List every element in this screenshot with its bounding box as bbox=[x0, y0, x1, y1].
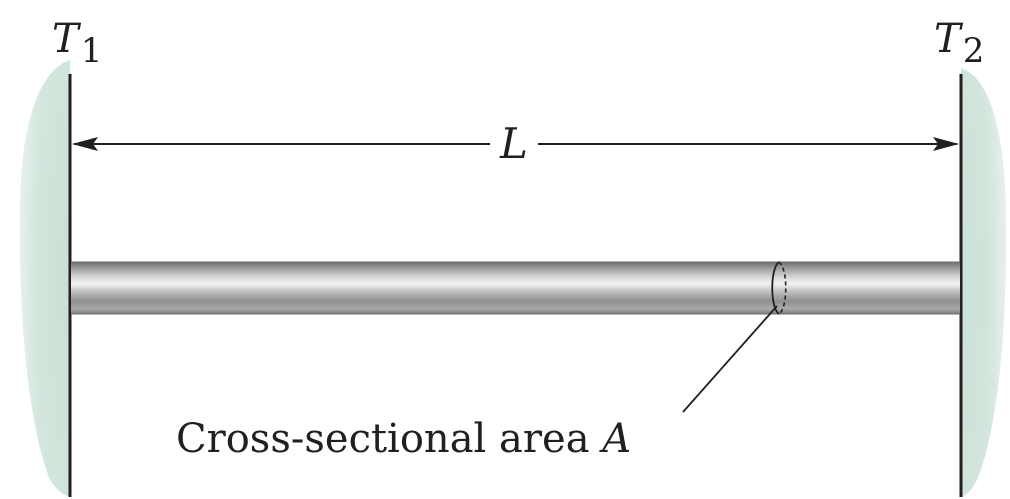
left-reservoir bbox=[19, 60, 72, 497]
length-arrow-left-head bbox=[72, 137, 98, 151]
rod-body bbox=[71, 262, 960, 314]
t2-label: T2 bbox=[934, 16, 984, 71]
length-label: L bbox=[499, 119, 528, 168]
length-dimension: L bbox=[72, 119, 959, 168]
left-reservoir-shading bbox=[19, 60, 70, 497]
right-reservoir bbox=[959, 68, 1007, 497]
area-leader-line bbox=[682, 305, 778, 413]
length-arrow-right-head bbox=[933, 137, 959, 151]
t1-label: T1 bbox=[52, 16, 102, 71]
rod bbox=[71, 261, 960, 315]
cross-section-front bbox=[771, 261, 780, 315]
right-reservoir-shading bbox=[961, 68, 1007, 497]
cross-section-back bbox=[778, 261, 787, 315]
area-label: Cross-sectional area A bbox=[176, 416, 631, 462]
